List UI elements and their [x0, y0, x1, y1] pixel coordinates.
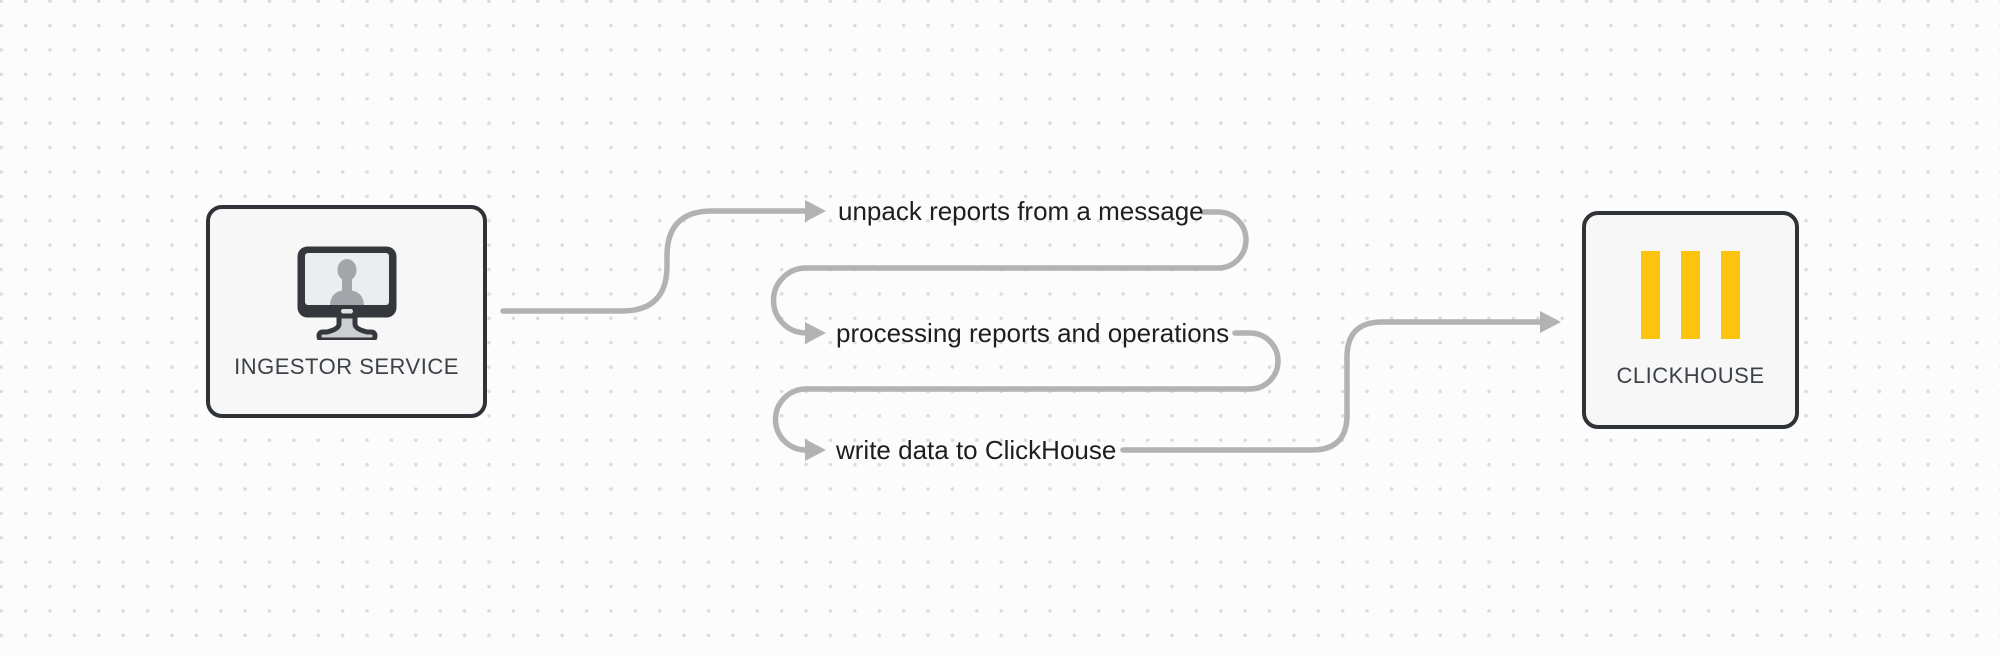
step-label-write-data[interactable]: write data to ClickHouse — [836, 435, 1117, 465]
arrow-ingestor-to-step1 — [500, 200, 826, 314]
ingestor-service-label: INGESTOR SERVICE — [234, 353, 459, 379]
arrow-step3-to-clickhouse — [1120, 311, 1561, 453]
node-clickhouse[interactable]: CLICKHOUSE — [1582, 211, 1799, 429]
clickhouse-bar — [1721, 251, 1740, 339]
step-label-processing-reports[interactable]: processing reports and operations — [836, 318, 1230, 348]
clickhouse-bar — [1681, 251, 1700, 339]
arrow-step2-to-step3 — [772, 330, 1281, 461]
clickhouse-bars-icon — [1641, 251, 1740, 339]
step-label-unpack-reports[interactable]: unpack reports from a message — [838, 196, 1204, 226]
node-ingestor-service[interactable]: INGESTOR SERVICE — [206, 205, 487, 418]
clickhouse-label: CLICKHOUSE — [1616, 363, 1765, 388]
monitor-user-icon — [297, 246, 396, 340]
clickhouse-bar — [1641, 251, 1660, 339]
arrow-step1-to-step2 — [770, 209, 1249, 344]
